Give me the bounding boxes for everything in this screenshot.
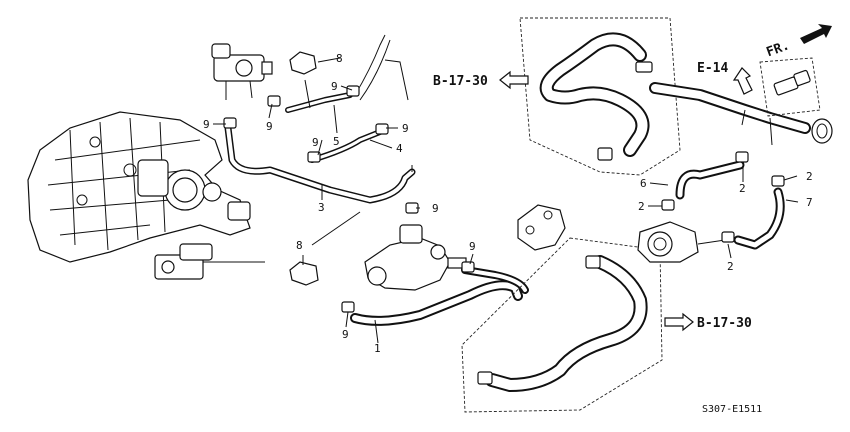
- callout-2: 2: [727, 260, 734, 273]
- ref-e14: E-14: [697, 61, 728, 76]
- diagram-code: S307-E1511: [702, 404, 762, 415]
- e14-fitting: [759, 57, 821, 117]
- callout-labels: 1 2 2 2 2 3 4 5 6 7 8 8 9 9 9 9 9 9 9 9: [203, 52, 813, 355]
- clamp-8-mid: [289, 261, 319, 286]
- hose-clamps: [223, 85, 785, 313]
- callout-3: 3: [318, 201, 325, 214]
- arrow-to-e14: [732, 67, 753, 95]
- callout-7: 7: [806, 196, 813, 209]
- leader-lines: [213, 57, 799, 344]
- callout-8: 8: [336, 52, 343, 65]
- hose-3: [224, 124, 416, 204]
- water-pipe: [649, 82, 833, 146]
- hose-1-upper: [461, 266, 529, 294]
- callout-9: 9: [432, 202, 439, 215]
- detail-box-bottom: [461, 237, 663, 413]
- hose-4: [309, 129, 383, 163]
- callout-9: 9: [266, 120, 273, 133]
- front-arrow: [800, 24, 832, 44]
- ref-b17-bottom: B-17-30: [697, 316, 752, 331]
- mounting-bracket: [517, 204, 566, 251]
- arrow-to-b17-bottom: [664, 312, 694, 332]
- detail-box-top: [519, 17, 681, 176]
- fuel-rail-fitting: [154, 243, 265, 280]
- callout-2: 2: [638, 200, 645, 213]
- callout-9: 9: [342, 328, 349, 341]
- callout-9: 9: [203, 118, 210, 131]
- arrow-to-b17-top: [499, 70, 529, 90]
- callout-1: 1: [374, 342, 381, 355]
- hose-7: [733, 187, 785, 250]
- water-outlet: [364, 224, 467, 291]
- callout-2: 2: [739, 182, 746, 195]
- callout-5: 5: [333, 135, 340, 148]
- intake-manifold: [27, 111, 251, 263]
- callout-8: 8: [296, 239, 303, 252]
- callout-2: 2: [806, 170, 813, 183]
- ref-b17-top: B-17-30: [433, 74, 488, 89]
- clamp-8-top: [289, 51, 317, 75]
- hose-6: [675, 160, 745, 200]
- front-label: FR.: [764, 38, 791, 60]
- hose-1: [350, 280, 523, 326]
- callout-9: 9: [402, 122, 409, 135]
- vacuum-lines: [354, 34, 409, 101]
- callout-9: 9: [312, 136, 319, 149]
- air-control-valve: [211, 43, 273, 100]
- callout-6: 6: [640, 177, 647, 190]
- hose-5: [285, 79, 353, 113]
- callout-9: 9: [469, 240, 476, 253]
- callout-9: 9: [331, 80, 338, 93]
- water-valve: [637, 221, 726, 263]
- callout-4: 4: [396, 142, 403, 155]
